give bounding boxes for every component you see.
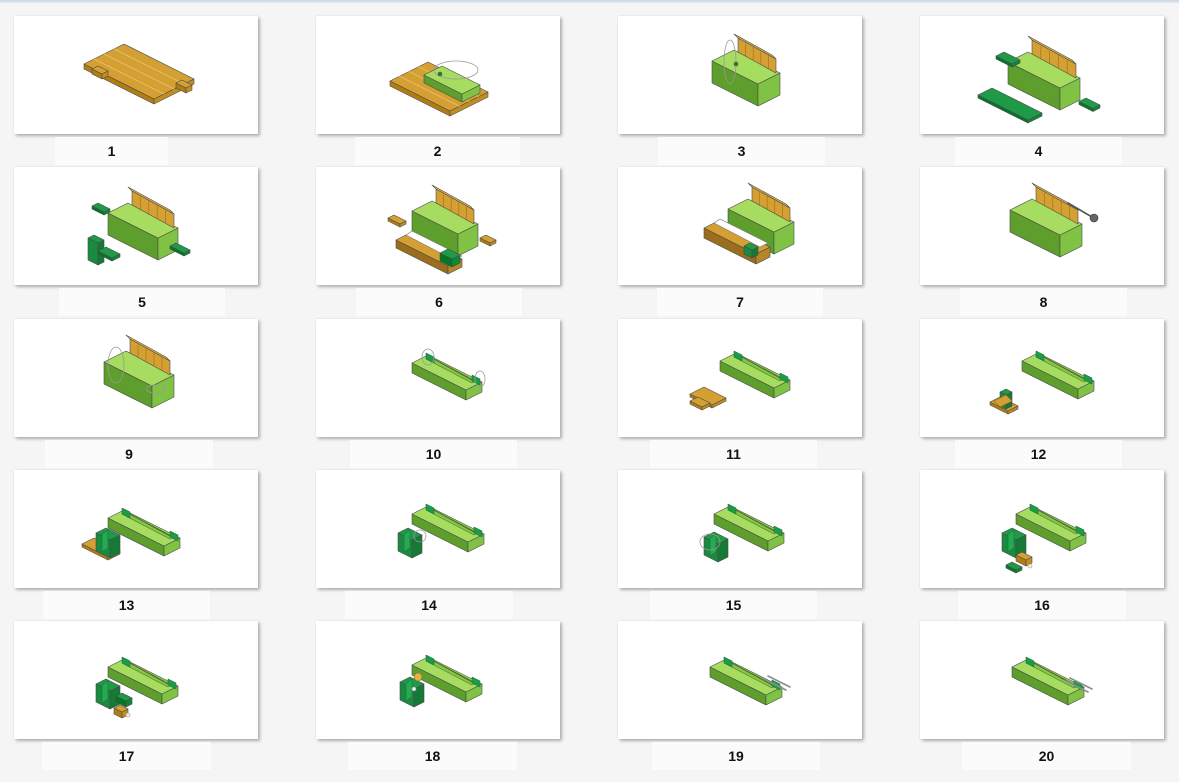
assembly-step-8: 8 bbox=[920, 167, 1179, 317]
step-number-label: 12 bbox=[955, 440, 1122, 468]
step-image-card bbox=[920, 16, 1164, 134]
assembly-step-3: 3 bbox=[618, 16, 878, 166]
tray-exploded-parts-icon bbox=[977, 35, 1101, 124]
step-image-card bbox=[618, 167, 862, 285]
assembly-step-1: 1 bbox=[14, 16, 274, 166]
step-image-card bbox=[316, 621, 560, 739]
tray-side-brackets-icon bbox=[87, 186, 191, 266]
assembly-step-9: 9 bbox=[14, 319, 274, 469]
box-folded-panel-icon bbox=[989, 350, 1095, 415]
assembly-step-15: 15 bbox=[618, 470, 878, 620]
step-number-label: 14 bbox=[345, 591, 513, 619]
step-number-label: 10 bbox=[350, 440, 517, 468]
tray-frame-parts-icon bbox=[387, 184, 497, 275]
step-image-card bbox=[316, 16, 560, 134]
assembly-step-19: 19 bbox=[618, 621, 878, 771]
step-image-card bbox=[316, 167, 560, 285]
step-image-card bbox=[920, 470, 1164, 588]
step-image-card bbox=[920, 319, 1164, 437]
box-flat-panel-icon bbox=[689, 350, 791, 411]
step-image-card bbox=[618, 470, 862, 588]
step-number-label: 8 bbox=[960, 288, 1127, 316]
step-number-label: 11 bbox=[650, 440, 817, 468]
top-divider bbox=[0, 0, 1179, 3]
step-number-label: 18 bbox=[348, 742, 517, 770]
assembly-step-5: 5 bbox=[14, 167, 274, 317]
step-number-label: 5 bbox=[59, 288, 225, 316]
box-stand-pieces-icon bbox=[95, 656, 179, 719]
step-number-label: 6 bbox=[356, 288, 522, 316]
step-number-label: 1 bbox=[55, 137, 168, 165]
step-image-card bbox=[618, 16, 862, 134]
step-image-card bbox=[920, 167, 1164, 285]
step-image-card bbox=[316, 319, 560, 437]
box-stand-cable-icon bbox=[699, 503, 785, 563]
step-number-label: 9 bbox=[45, 440, 213, 468]
board-panel-icon bbox=[83, 43, 195, 105]
step-image-card bbox=[618, 319, 862, 437]
step-number-label: 4 bbox=[955, 137, 1122, 165]
step-image-card bbox=[14, 16, 258, 134]
step-image-card bbox=[14, 470, 258, 588]
step-image-card bbox=[316, 470, 560, 588]
step-image-card bbox=[618, 621, 862, 739]
step-number-label: 17 bbox=[42, 742, 211, 770]
step-number-label: 20 bbox=[962, 742, 1131, 770]
assembly-step-20: 20 bbox=[920, 621, 1179, 771]
tray-with-probe-icon bbox=[1009, 182, 1099, 258]
assembly-step-10: 10 bbox=[316, 319, 576, 469]
board-with-tray-icon bbox=[389, 60, 489, 117]
step-number-label: 13 bbox=[43, 591, 210, 619]
box-stand-base-icon bbox=[81, 507, 181, 561]
step-number-label: 15 bbox=[650, 591, 817, 619]
step-image-card bbox=[14, 319, 258, 437]
step-number-label: 3 bbox=[658, 137, 825, 165]
assembly-step-6: 6 bbox=[316, 167, 576, 317]
step-number-label: 2 bbox=[355, 137, 520, 165]
assembly-step-2: 2 bbox=[316, 16, 576, 166]
step-image-card bbox=[14, 621, 258, 739]
assembly-step-4: 4 bbox=[920, 16, 1179, 166]
assembly-step-12: 12 bbox=[920, 319, 1179, 469]
box-stand-mounted-icon bbox=[399, 654, 483, 708]
box-with-rods-final-icon bbox=[1011, 656, 1093, 706]
assembly-step-7: 7 bbox=[618, 167, 878, 317]
assembly-step-16: 16 bbox=[920, 470, 1179, 620]
assembly-step-17: 17 bbox=[14, 621, 274, 771]
step-number-label: 16 bbox=[958, 591, 1126, 619]
box-stand-green-icon bbox=[397, 503, 485, 559]
tray-wrapped-cable-icon bbox=[103, 334, 175, 409]
box-stand-parts-icon bbox=[1001, 503, 1087, 574]
assembly-step-18: 18 bbox=[316, 621, 576, 771]
box-with-rods-icon bbox=[709, 656, 791, 706]
assembly-step-11: 11 bbox=[618, 319, 878, 469]
tray-frame-assembled-icon bbox=[703, 182, 795, 265]
tray-with-cable-icon bbox=[711, 33, 781, 107]
closed-box-cable-icon bbox=[411, 348, 486, 401]
assembly-step-13: 13 bbox=[14, 470, 274, 620]
step-image-card bbox=[920, 621, 1164, 739]
step-image-card bbox=[14, 167, 258, 285]
step-number-label: 7 bbox=[657, 288, 823, 316]
assembly-step-14: 14 bbox=[316, 470, 576, 620]
step-number-label: 19 bbox=[652, 742, 820, 770]
